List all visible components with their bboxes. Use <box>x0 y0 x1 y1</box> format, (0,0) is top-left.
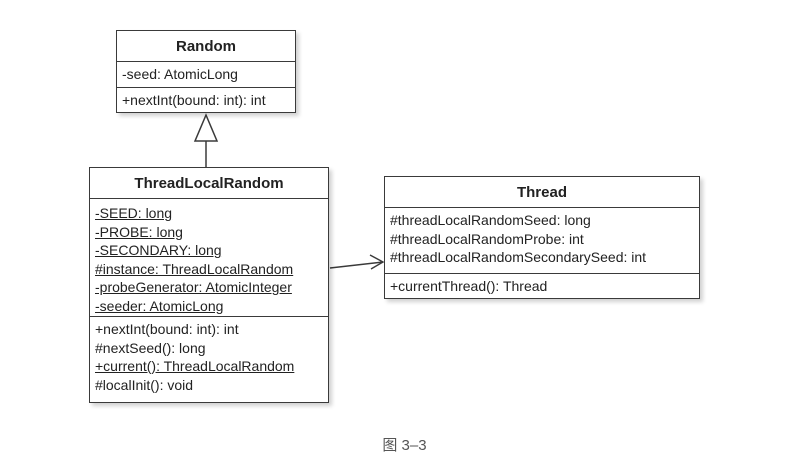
thread-field-seed: #threadLocalRandomSeed: long <box>390 212 591 228</box>
random-fields: -seed: AtomicLong <box>117 62 295 88</box>
thread-local-random-methods: +nextInt(bound: int): int #nextSeed(): l… <box>90 317 328 397</box>
random-method-nextint: +nextInt(bound: int): int <box>122 92 266 108</box>
thread-methods: +currentThread(): Thread <box>385 274 699 299</box>
tlr-method-localinit: #localInit(): void <box>95 376 194 393</box>
thread-field-secondary-seed: #threadLocalRandomSecondarySeed: int <box>390 249 647 265</box>
tlr-field-probe-generator: -probeGenerator: AtomicInteger <box>95 279 292 295</box>
generalization-arrowhead <box>193 113 219 142</box>
thread-fields: #threadLocalRandomSeed: long #threadLoca… <box>385 208 699 274</box>
thread-local-random-fields: -SEED: long -PROBE: long -SECONDARY: lon… <box>90 199 328 317</box>
class-name-random: Random <box>117 31 295 62</box>
tlr-field-secondary: -SECONDARY: long <box>95 242 222 258</box>
association-line <box>329 261 384 269</box>
association-arrowhead <box>369 254 385 270</box>
random-field-seed: -seed: AtomicLong <box>122 66 238 82</box>
tlr-field-seeder: -seeder: AtomicLong <box>95 297 224 314</box>
tlr-method-current: +current(): ThreadLocalRandom <box>95 358 295 374</box>
class-name-thread: Thread <box>385 177 699 208</box>
tlr-method-nextint: +nextInt(bound: int): int <box>95 321 239 337</box>
class-thread: Thread #threadLocalRandomSeed: long #thr… <box>384 176 700 299</box>
tlr-field-probe: -PROBE: long <box>95 223 183 240</box>
random-methods: +nextInt(bound: int): int <box>117 88 295 114</box>
class-thread-local-random: ThreadLocalRandom -SEED: long -PROBE: lo… <box>89 167 329 403</box>
figure-caption: 图 3–3 <box>382 437 427 454</box>
tlr-method-nextseed: #nextSeed(): long <box>95 339 206 356</box>
tlr-field-seed: -SEED: long <box>95 205 173 221</box>
class-random: Random -seed: AtomicLong +nextInt(bound:… <box>116 30 296 113</box>
thread-field-probe: #threadLocalRandomProbe: int <box>390 230 584 247</box>
tlr-field-instance: #instance: ThreadLocalRandom <box>95 260 294 277</box>
thread-method-current-thread: +currentThread(): Thread <box>390 278 548 294</box>
class-name-thread-local-random: ThreadLocalRandom <box>90 168 328 199</box>
